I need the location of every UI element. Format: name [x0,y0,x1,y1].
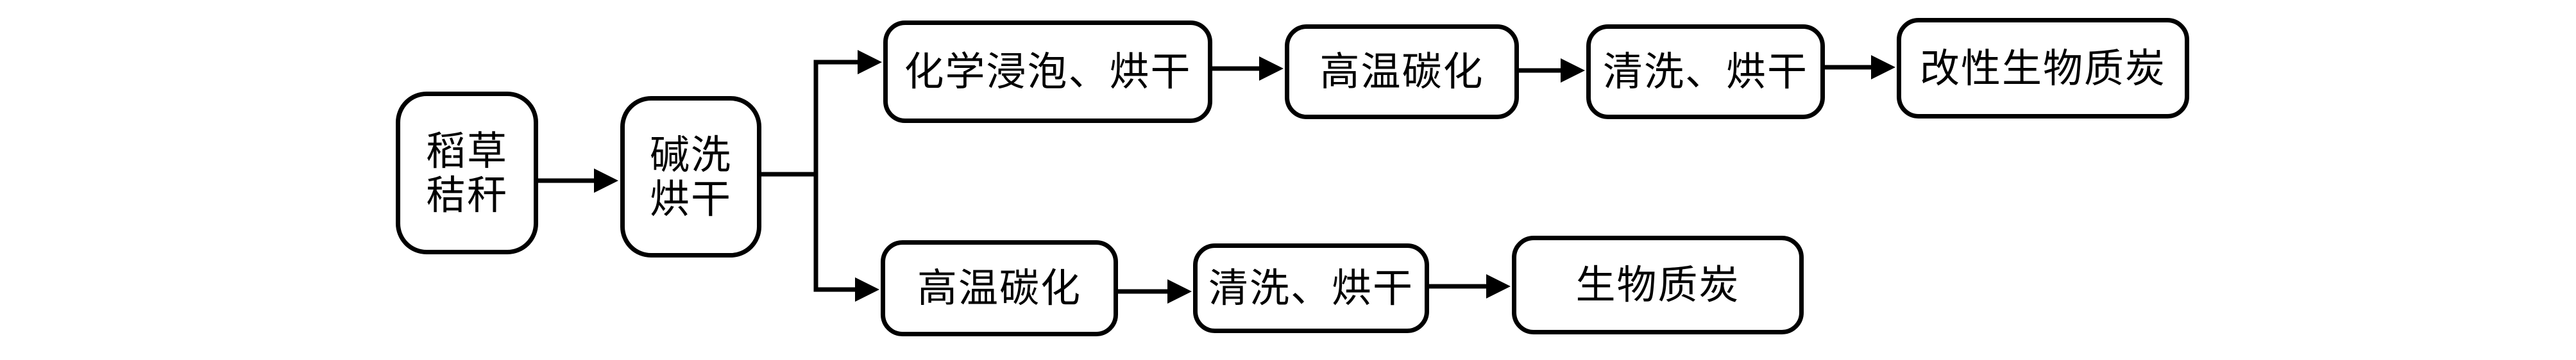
node-alkali-wash-dry: 碱洗 烘干 [620,96,761,258]
node-carbonization-bottom-label: 高温碳化 [917,265,1081,312]
arrow-wash-to-biochar [1429,274,1511,299]
node-modified-biochar: 改性生物质炭 [1897,18,2189,119]
node-modified-biochar-label: 改性生物质炭 [1919,44,2166,92]
node-biochar: 生物质炭 [1512,236,1804,334]
node-biochar-label: 生物质炭 [1575,261,1740,309]
node-carbonization-bottom: 高温碳化 [881,240,1118,336]
node-chemical-soak-dry-label: 化学浸泡、烘干 [904,48,1192,95]
arrow-rice-straw-to-alkali [538,168,618,193]
arrow-branch-to-carbonization-bottom [816,277,879,302]
arrow-chemical-soak-to-carbonization [1212,56,1284,81]
node-chemical-soak-dry: 化学浸泡、烘干 [883,20,1212,123]
node-carbonization-top: 高温碳化 [1285,24,1519,119]
node-rice-straw-label: 稻草 秸秆 [425,127,508,218]
node-wash-dry-top-label: 清洗、烘干 [1602,48,1808,95]
arrow-carbonization-to-wash-top [1519,58,1585,83]
node-wash-dry-top: 清洗、烘干 [1586,24,1825,119]
arrow-wash-to-modified-biochar [1825,55,1895,79]
node-wash-dry-bottom: 清洗、烘干 [1193,243,1429,333]
node-wash-dry-bottom-label: 清洗、烘干 [1208,265,1414,312]
node-alkali-wash-dry-label: 碱洗 烘干 [649,131,732,222]
node-carbonization-top-label: 高温碳化 [1319,48,1484,95]
node-rice-straw: 稻草 秸秆 [396,92,538,254]
arrow-branch-to-chemical-soak [816,50,882,74]
arrow-carbonization-to-wash-bottom [1118,279,1192,304]
